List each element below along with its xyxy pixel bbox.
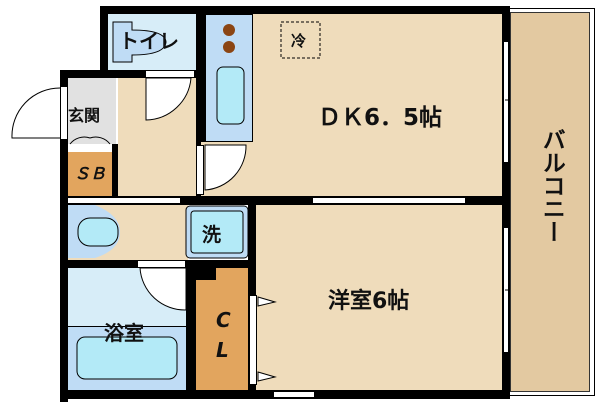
sliding-door	[68, 197, 180, 204]
wall	[196, 6, 205, 142]
fridge-label: 冷	[291, 32, 307, 50]
washbasin-bowl-icon	[77, 217, 119, 247]
wall	[112, 144, 118, 198]
bathtub-icon	[76, 336, 178, 380]
western-room-label: 洋室6帖	[328, 289, 410, 314]
entrance-floor	[68, 78, 116, 144]
washer-label: 洗	[202, 224, 222, 246]
bathroom-label: 浴室	[104, 321, 144, 345]
wall	[60, 70, 68, 86]
bathroom-door-swing	[139, 267, 187, 311]
stove-burner-icon	[223, 41, 235, 53]
wall	[100, 6, 510, 14]
stove-burner-icon	[223, 24, 235, 36]
closet-door-hinge	[257, 296, 277, 307]
door-opening	[196, 145, 204, 195]
western-room-floor	[256, 205, 502, 391]
wall	[186, 260, 196, 390]
fridge-box	[280, 21, 321, 59]
closet-door-hinge	[257, 371, 277, 382]
balcony-label: バルコニー	[538, 128, 565, 243]
closet	[195, 268, 248, 390]
closet-label-l: L	[216, 338, 229, 362]
wall	[60, 140, 68, 402]
washer-inner	[190, 210, 244, 254]
wall	[60, 70, 205, 78]
wall	[186, 260, 216, 280]
toilet-bowl-icon	[112, 21, 167, 63]
toilet-label: トイレ	[119, 29, 179, 53]
dk-label: ＤＫ6．5帖	[318, 105, 443, 131]
balcony-floor	[510, 12, 590, 392]
kitchen-door-swing	[204, 144, 247, 191]
entry-door-swing	[11, 87, 61, 139]
entrance-label: 玄関	[68, 106, 101, 125]
wall	[60, 196, 510, 205]
window	[503, 42, 509, 162]
closet-label-c: C	[216, 308, 231, 332]
wall	[100, 6, 108, 76]
closet-door	[249, 295, 257, 385]
kitchen-sink-icon	[216, 66, 245, 125]
shoe-box-label: ＳＢ	[74, 164, 107, 183]
toilet-door-swing	[145, 77, 192, 121]
door-opening	[60, 86, 68, 140]
window	[274, 391, 314, 398]
shoe-box	[68, 152, 112, 196]
sliding-door	[313, 197, 465, 204]
wall	[502, 6, 510, 396]
shoebox-door-swing	[69, 136, 111, 145]
